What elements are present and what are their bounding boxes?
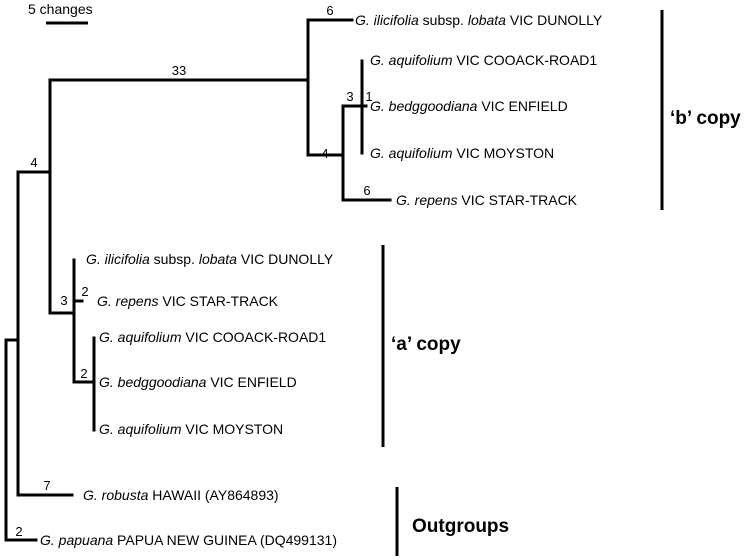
tree-branches [4,18,392,542]
taxon-label: G. aquifolium VIC MOYSTON [99,421,283,437]
branch-labels: 6 33 3 1 4 6 4 3 2 2 7 2 [15,3,372,539]
taxon-label: G. robusta HAWAII (AY864893) [83,487,279,503]
taxon-label: G. bedggoodiana VIC ENFIELD [99,374,297,390]
taxon-label: G. ilicifolia subsp. lobata VIC DUNOLLY [86,251,334,267]
branch-label: 6 [363,183,370,198]
branch-label: 3 [60,293,67,308]
taxon-label: G. aquifolium VIC COOACK-ROAD1 [370,52,597,68]
taxon-label: G. bedggoodiana VIC ENFIELD [370,98,568,114]
branch-label: 2 [15,524,22,539]
group-brackets: ‘b’ copy ‘a’ copy Outgroups [381,10,741,556]
outgroups-label: Outgroups [412,516,509,537]
branch-label: 3 [346,89,353,104]
taxon-label: G. papuana PAPUA NEW GUINEA (DQ499131) [40,532,337,548]
branch-label: 6 [326,3,333,18]
a-copy-label: ‘a’ copy [391,334,461,355]
taxon-label: G. aquifolium VIC MOYSTON [370,145,554,161]
b-copy-label: ‘b’ copy [670,108,741,129]
branch-label: 1 [365,89,372,104]
taxon-labels: G. ilicifolia subsp. lobata VIC DUNOLLY … [40,12,603,548]
scale-bar: 5 changes [28,1,93,25]
branch-label: 33 [172,63,186,78]
branch-label: 2 [81,284,88,299]
taxon-label: G. repens VIC STAR-TRACK [97,293,279,309]
branch-label: 2 [80,366,87,381]
taxon-label: G. ilicifolia subsp. lobata VIC DUNOLLY [355,12,603,28]
taxon-label: G. aquifolium VIC COOACK-ROAD1 [99,329,326,345]
branch-label: 4 [321,146,328,161]
taxon-label: G. repens VIC STAR-TRACK [396,192,578,208]
branch-label: 7 [43,478,50,493]
scale-bar-label: 5 changes [28,1,93,17]
branch-label: 4 [30,155,37,170]
